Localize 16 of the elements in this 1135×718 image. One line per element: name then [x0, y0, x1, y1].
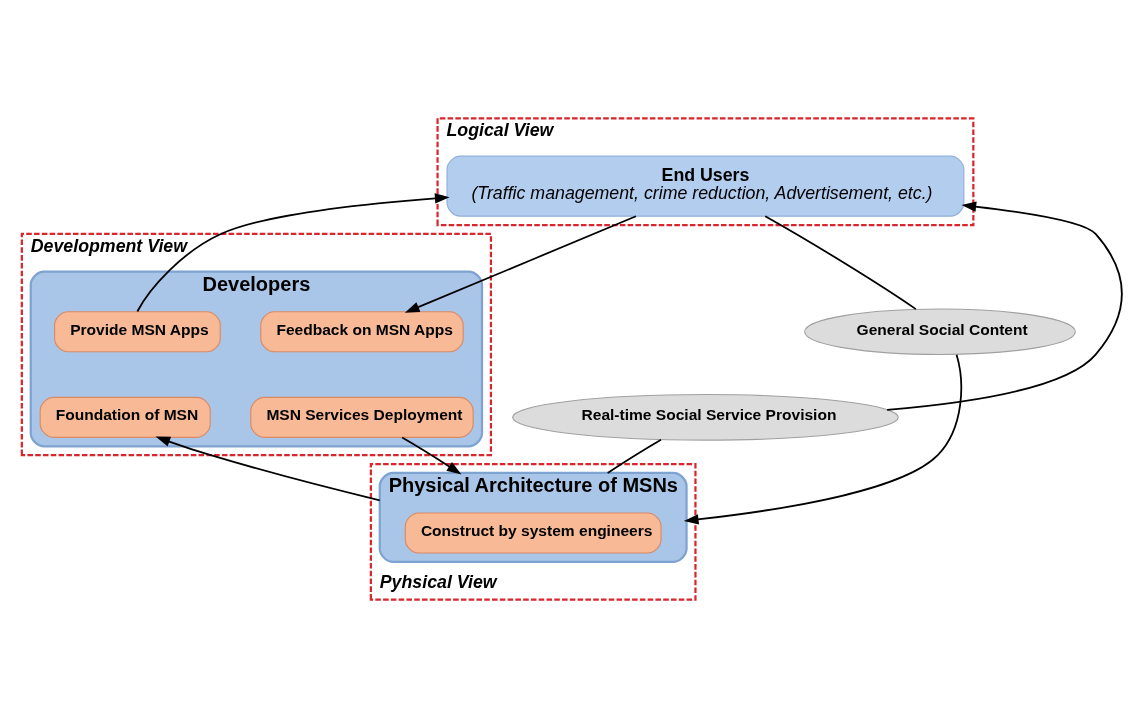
node-box: End Users (Traffic management, crime reduction, Advertisement, etc.): [446, 155, 965, 217]
node-box: Provide MSN Apps: [54, 311, 221, 353]
node-ellipse: General Social Content: [804, 308, 1076, 356]
node-box: MSN Services Deployment: [250, 396, 474, 438]
node-box: Foundation of MSN: [39, 396, 211, 438]
arrow: [683, 353, 963, 525]
arrow: [886, 201, 1123, 411]
connector: [606, 438, 662, 474]
connector: [764, 215, 917, 311]
node-ellipse: Real-time Social Service Provision: [512, 394, 899, 441]
arrow: [155, 436, 381, 502]
node-box: Feedback on MSN Apps: [260, 311, 464, 353]
node-box: Construct by system engineers: [404, 512, 662, 554]
arrow: [404, 215, 637, 313]
arrow: [136, 193, 450, 313]
arrow: [401, 436, 462, 475]
